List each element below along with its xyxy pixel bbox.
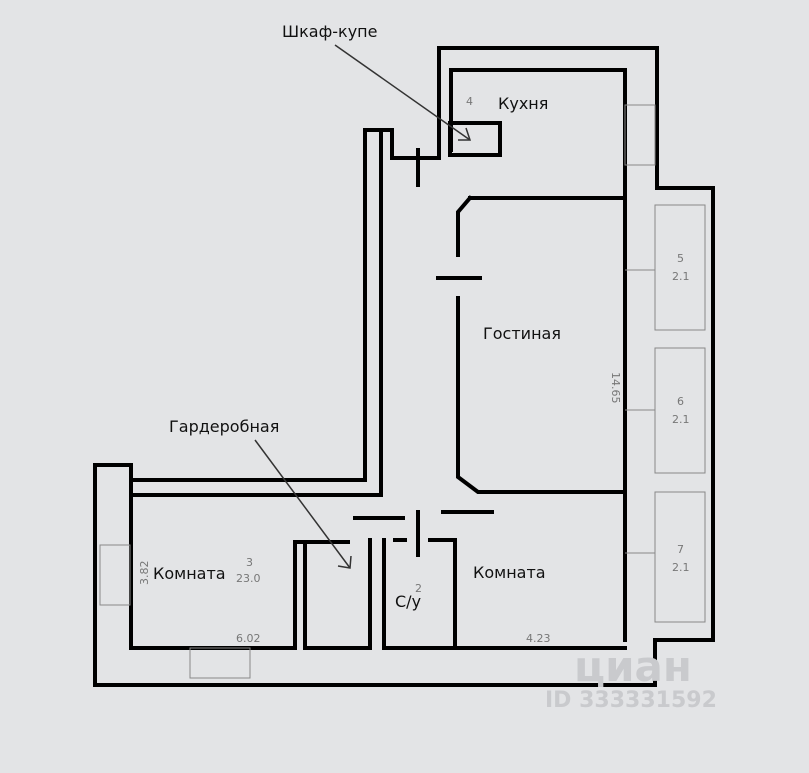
outer-walls [93,46,715,687]
dim-4-23: 4.23 [526,632,551,645]
arrowhead-wardrobe-coupe [458,127,472,141]
arrow-dressing [254,439,351,569]
label-bathroom: С/у [395,592,421,611]
dim-2: 2 [415,582,422,595]
dim-6-02: 6.02 [236,632,261,645]
windows [99,104,706,679]
dim-23-0: 23.0 [236,572,261,585]
dim-5: 5 [677,252,684,265]
arrow-wardrobe-coupe [334,44,471,141]
label-dressing-room: Гардеробная [169,417,279,436]
dim-14-65: 14.65 [609,372,622,404]
dim-7: 7 [677,543,684,556]
watermark: циан ID 333331592 [545,642,717,713]
annotation-arrows [254,44,472,569]
label-kitchen: Кухня [498,94,548,113]
dim-2-1-b: 2.1 [672,413,690,426]
dim-2-1-c: 2.1 [672,561,690,574]
dim-3-82: 3.82 [138,561,151,586]
label-room-right: Комната [473,563,546,582]
dim-3: 3 [246,556,253,569]
dim-6: 6 [677,395,684,408]
watermark-brand: циан [574,642,692,691]
label-living-room: Гостиная [483,324,561,343]
label-room-left: Комната [153,564,226,583]
label-wardrobe-coupe: Шкаф-купе [282,22,377,41]
watermark-id: ID 333331592 [545,688,717,713]
dim-2-1-a: 2.1 [672,270,690,283]
inner-walls [129,68,627,650]
room-labels: Шкаф-купе Кухня Гостиная Гардеробная Ком… [153,22,561,611]
dim-4: 4 [466,95,473,108]
arrowhead-dressing [337,555,352,569]
dimension-labels: 4 5 2.1 6 2.1 7 2.1 14.65 3.82 3 23.0 6.… [138,95,690,645]
